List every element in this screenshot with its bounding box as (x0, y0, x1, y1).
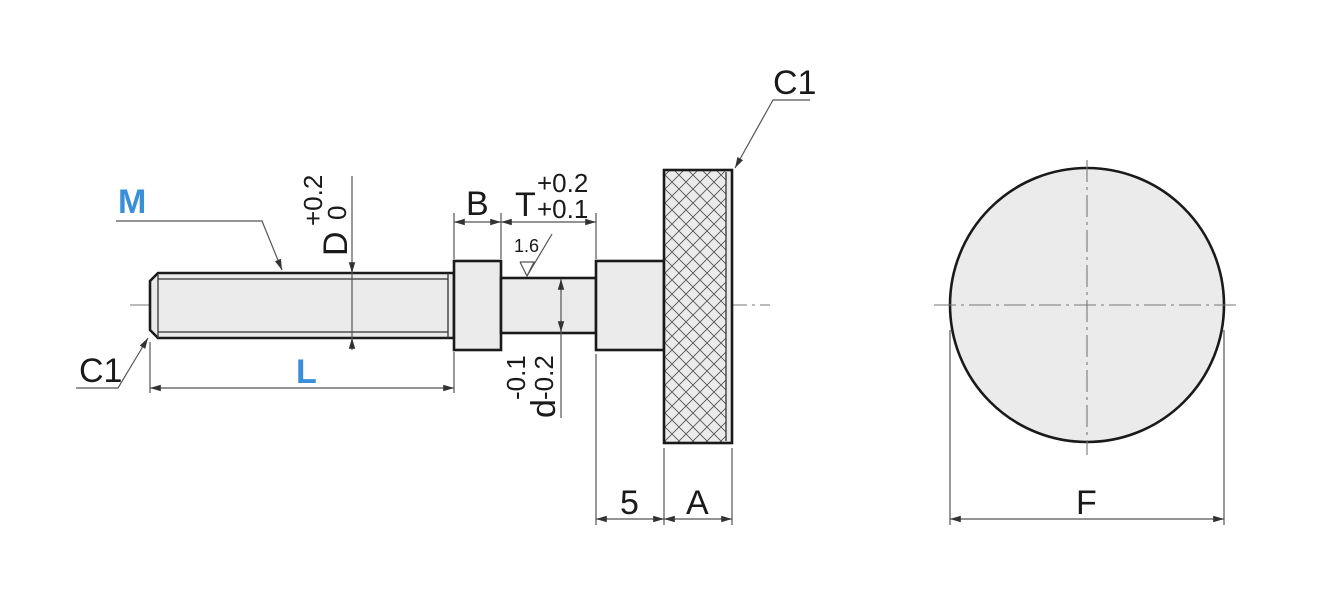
dimension-f (949, 330, 1225, 525)
end-view: F (934, 160, 1240, 525)
side-view: L M C1 D +0.2 0 B T +0.2 +0.1 (76, 64, 816, 525)
label-5: 5 (620, 484, 639, 522)
label-t-tol-lower: +0.1 (537, 194, 588, 224)
label-d-tol-upper-small: -0.1 (501, 355, 531, 400)
leader-c1-left (76, 337, 149, 389)
leader-m (116, 220, 283, 271)
label-t-tol-upper: +0.2 (537, 168, 588, 198)
roughness-symbol (519, 233, 553, 278)
label-d-tol-lower-small: -0.2 (529, 355, 559, 400)
label-d-tol-upper: +0.2 (298, 175, 328, 226)
dimension-t (501, 213, 597, 259)
label-c1-left: C1 (79, 352, 122, 390)
label-t: T (515, 186, 536, 224)
label-roughness: 1.6 (514, 236, 539, 256)
label-d: D (317, 231, 355, 256)
threaded-shank (148, 271, 456, 340)
collar-b (452, 259, 503, 352)
dimension-5-a (595, 354, 733, 525)
label-c1-top: C1 (773, 64, 816, 102)
label-d-small: d (525, 399, 563, 418)
dimension-l (149, 342, 455, 393)
leader-c1-top (734, 99, 810, 169)
knurled-head (662, 168, 734, 445)
label-b: B (466, 185, 489, 223)
neck (594, 259, 666, 352)
label-m: M (118, 183, 146, 221)
label-l: L (296, 353, 317, 391)
groove-d (499, 276, 598, 335)
label-d-tol-lower: 0 (322, 206, 352, 220)
label-f: F (1076, 484, 1097, 522)
label-a: A (686, 484, 709, 522)
